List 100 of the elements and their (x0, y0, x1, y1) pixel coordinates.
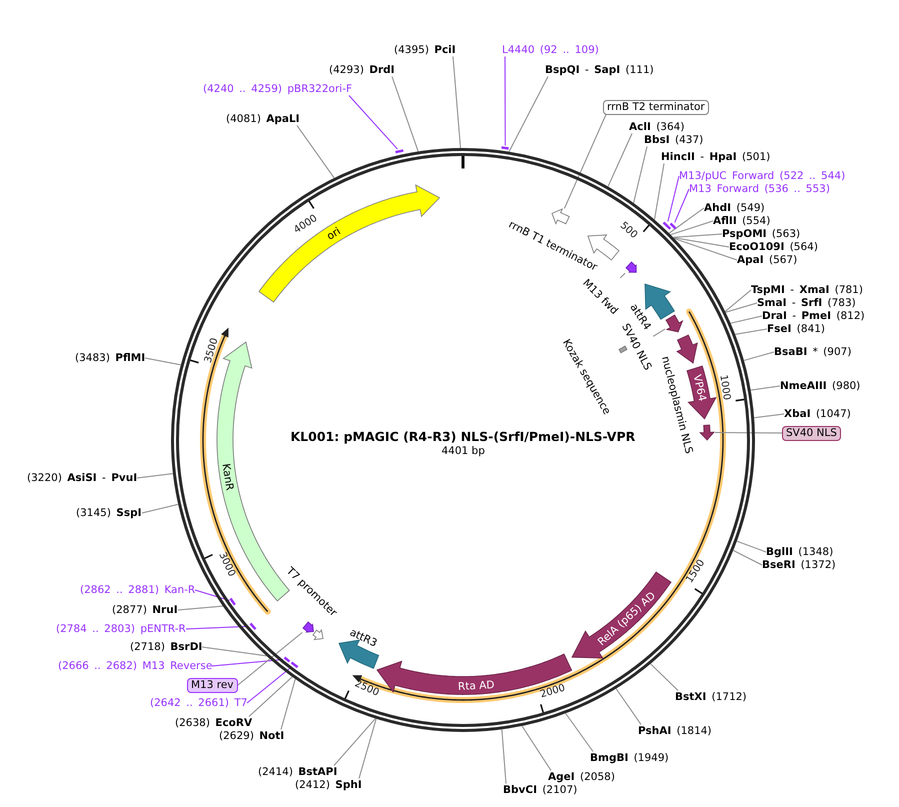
leader-line (212, 659, 284, 666)
leader-line (248, 676, 293, 717)
enzyme-site-label: PspOMI (563) (722, 228, 800, 240)
tick-label: 1000 (718, 374, 732, 400)
primer-site-mark (662, 221, 672, 231)
leader-line (616, 688, 642, 725)
feature-tag: SV40 NLS (782, 426, 841, 440)
enzyme-site-label: AflII (554) (713, 214, 770, 228)
feature-label: attR3 (348, 626, 380, 650)
feature-segment (698, 424, 715, 441)
leader-line (730, 316, 762, 324)
tick-label: 2500 (352, 678, 380, 700)
tick-label: 3000 (216, 550, 238, 578)
enzyme-site-label: PshAI (1814) (638, 724, 712, 738)
enzyme-site-label: BbvCI (2107) (503, 784, 578, 796)
enzyme-site-label: AclI (364) (629, 120, 684, 134)
leader-line (674, 188, 690, 223)
plasmid-title: KL001: pMAGIC (R4-R3) NLS-(SrfI/PmeI)-NLS-VPR (290, 428, 636, 444)
leader-line (754, 414, 784, 418)
leader-line (564, 114, 606, 209)
enzyme-site-label: BspQI - SapI (111) (545, 64, 654, 76)
feature-segment (665, 314, 684, 333)
leader-line (674, 238, 738, 260)
leader-line (358, 718, 377, 779)
leader-line (348, 95, 398, 150)
primer-site-mark (668, 222, 678, 231)
primer-site-mark (394, 149, 405, 154)
feature-segment (625, 261, 638, 274)
leader-line (670, 220, 714, 236)
leader-line (673, 237, 730, 248)
enzyme-site-label: (2877) NruI (112, 604, 178, 616)
enzyme-site-label: BstXI (1712) (675, 690, 747, 704)
enzyme-site-label: TspMI - XmaI (781) (751, 284, 863, 296)
leader-line (142, 504, 179, 514)
enzyme-site-label: AhdI (549) (704, 202, 765, 214)
leader-line (714, 432, 782, 434)
enzyme-site-label: ApaI (567) (737, 254, 798, 266)
primer-label: (2642 .. 2661) T7 (150, 696, 248, 710)
leader-line (504, 56, 506, 146)
leader-line (743, 352, 774, 361)
enzyme-site-label: (4293) DrdI (329, 64, 395, 76)
primer-label: (2666 .. 2682) M13 Reverse (58, 660, 212, 672)
leader-line (654, 163, 664, 220)
leader-line (736, 540, 766, 552)
leader-line (650, 663, 678, 691)
feature-segment (302, 621, 315, 634)
leader-line (522, 725, 552, 771)
enzyme-site-label: FseI (841) (767, 322, 826, 336)
tick-label: 500 (618, 220, 640, 241)
enzyme-site-label: AgeI (2058) (548, 770, 615, 784)
enzyme-site-label: (3483) PflMI (75, 352, 146, 364)
enzyme-site-label: (4395) PciI (394, 44, 456, 56)
feature-tag: rrnB T2 terminator (603, 100, 709, 114)
leader-line (238, 632, 303, 686)
leader-line (668, 208, 704, 234)
enzyme-site-label: (3145) SspI (76, 506, 142, 520)
enzyme-site-label: BmgBI (1949) (590, 752, 669, 764)
leader-line (452, 56, 461, 148)
feature-tag: M13 rev (187, 678, 238, 692)
leader-line (178, 606, 224, 610)
tick-label: 2000 (539, 682, 567, 700)
enzyme-site-label: DraI - PmeI (812) (762, 310, 865, 322)
primer-site-mark (500, 146, 510, 150)
leader-line (565, 712, 594, 752)
enzyme-site-label: (2718) BsrDI (130, 640, 202, 654)
leader-line (501, 728, 506, 784)
leader-line (296, 125, 335, 178)
leader-line (667, 176, 680, 222)
leader-line (136, 473, 174, 478)
enzyme-site-label: (2638) EcoRV (175, 716, 252, 730)
tick-label: 3500 (202, 337, 220, 365)
enzyme-site-label: (3220) AsiSI - PvuI (27, 472, 138, 484)
feature-label: KanR (220, 462, 236, 492)
leader-line (334, 718, 376, 766)
primer-label: L4440 (92 .. 109) (502, 44, 599, 56)
enzyme-site-label: (2414) BstAPI (258, 766, 338, 778)
leader-line (652, 328, 666, 337)
primer-label: (4240 .. 4259) pBR322ori-F (203, 82, 352, 96)
leader-line (620, 272, 626, 278)
leader-line (672, 234, 722, 238)
feature-label: ori (325, 225, 344, 243)
enzyme-site-label: BseRI (1372) (762, 558, 836, 572)
enzyme-site-label: BsaBI* (907) (774, 346, 852, 358)
leader-line (392, 76, 419, 152)
primer-label: M13 Forward (536 .. 553) (689, 182, 830, 196)
primer-label: M13/pUC Forward (522 .. 544) (679, 170, 846, 182)
enzyme-site-label: BglII (1348) (766, 546, 834, 558)
primer-label: (2784 .. 2803) pENTR-R (56, 622, 186, 636)
enzyme-site-label: SmaI - SrfI (783) (757, 296, 856, 310)
leader-line (750, 386, 780, 391)
leader-line (724, 290, 752, 312)
enzyme-site-label: XbaI (1047) (784, 408, 851, 420)
leader-line (280, 678, 296, 730)
enzyme-site-label: NmeAIII (980) (780, 380, 860, 392)
leader-line (732, 550, 762, 566)
leader-line (608, 133, 632, 188)
feature-label: Rta AD (458, 678, 495, 693)
leader-line (725, 302, 758, 313)
leader-line (734, 328, 768, 335)
leader-line (246, 668, 290, 704)
